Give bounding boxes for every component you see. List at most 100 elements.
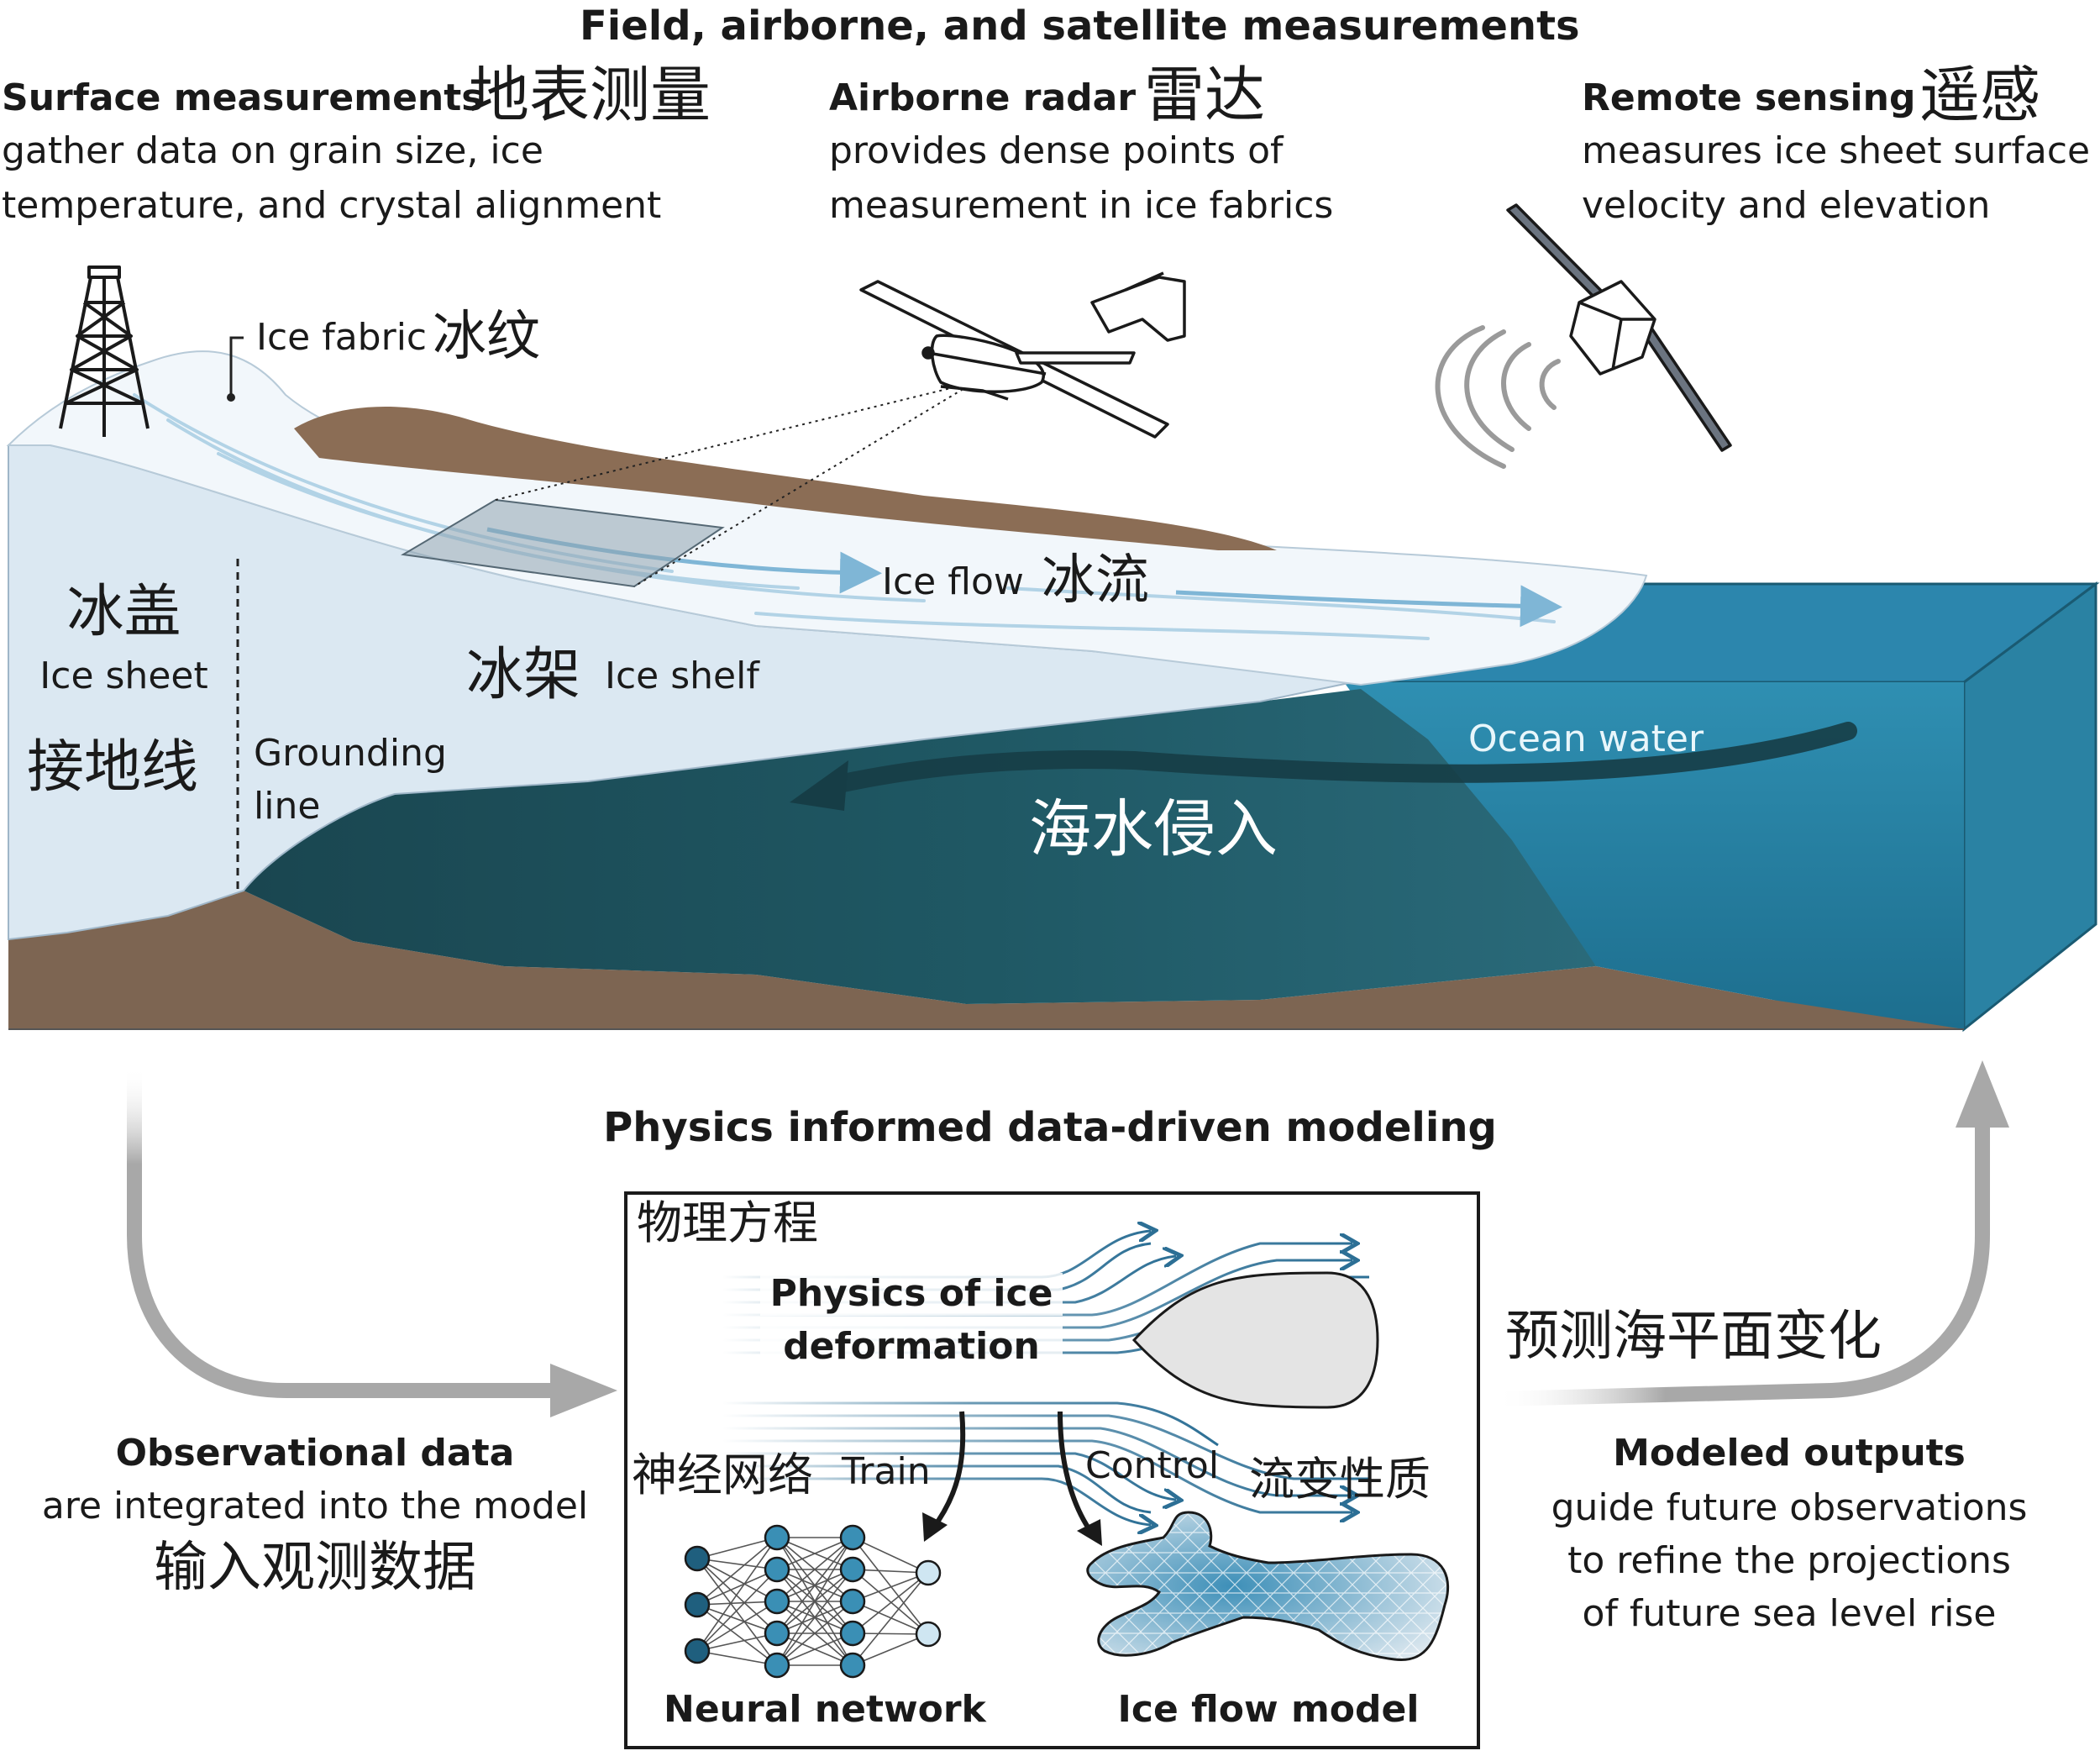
ice-sheet-label: Ice sheet <box>39 655 208 697</box>
control-arrow <box>1058 1411 1095 1535</box>
remote-heading: Remote sensing <box>1582 76 1916 119</box>
nn-edge <box>852 1601 929 1635</box>
outputs-arrow <box>1494 1117 1990 1406</box>
nn-edge <box>696 1604 778 1666</box>
ice-fabric-leader <box>229 336 244 395</box>
airborne-heading: Airborne radar <box>829 76 1137 119</box>
nn-edge <box>776 1601 853 1666</box>
nn-edge <box>696 1569 778 1606</box>
remote-desc-2: velocity and elevation <box>1582 184 1991 227</box>
physics-label-2: deformation <box>760 1325 1063 1369</box>
nn-node <box>915 1559 942 1586</box>
train-arrowhead <box>922 1512 948 1542</box>
nn-edge <box>696 1604 778 1634</box>
nn-node <box>915 1621 942 1648</box>
ice-sheet-label-cn: 冰盖 <box>66 579 181 645</box>
ice-flow-arrow-2 <box>1175 585 1562 628</box>
nn-edge <box>696 1601 778 1606</box>
nn-edge <box>776 1632 853 1666</box>
ice-ocean-block <box>6 336 2100 1033</box>
radar-beam-1 <box>495 381 975 501</box>
nn-edge <box>696 1537 778 1559</box>
neural-network-graphic <box>684 1524 942 1679</box>
radar-beam-2 <box>633 381 975 587</box>
ice-shelf-label: Ice shelf <box>605 655 759 697</box>
intrusion-arrowhead <box>790 760 848 811</box>
aircraft-icon <box>859 271 1186 439</box>
mesh-line <box>1350 1512 1448 1660</box>
nn-node <box>764 1620 790 1647</box>
nn-edge <box>696 1650 778 1666</box>
prediction-label-cn: 预测海平面变化 <box>1505 1306 1882 1368</box>
intrusion-arrow <box>822 722 1857 795</box>
nn-edge <box>696 1632 778 1652</box>
nn-edge <box>776 1537 853 1602</box>
train-label: Train <box>842 1450 931 1493</box>
nn-edge <box>852 1572 929 1602</box>
ice-fabric-dot <box>227 393 235 402</box>
obs-data-arrowhead <box>550 1364 617 1417</box>
nn-edge <box>696 1569 778 1652</box>
nn-edge <box>696 1537 778 1606</box>
ice-shelf-label-cn: 冰架 <box>466 642 581 708</box>
physics-label-1: Physics of ice <box>760 1272 1063 1316</box>
obs-desc: are integrated into the model <box>41 1485 589 1527</box>
nn-edge <box>696 1601 778 1652</box>
nn-edge <box>696 1558 778 1666</box>
outputs-heading: Modeled outputs <box>1613 1432 1966 1475</box>
nn-edge <box>852 1572 929 1634</box>
rheology-label-cn: 流变性质 <box>1249 1453 1431 1506</box>
remote-desc-1: measures ice sheet surface <box>1582 129 2091 172</box>
bedrock-ridge <box>294 406 1277 550</box>
grounding-label-cn: 接地线 <box>27 734 199 801</box>
nn-node <box>764 1556 790 1583</box>
surface-desc-1: gather data on grain size, ice <box>2 129 543 172</box>
nn-node <box>839 1556 866 1583</box>
obs-desc-cn: 输入观测数据 <box>154 1537 476 1599</box>
nn-edge <box>696 1558 778 1602</box>
nn-node <box>764 1652 790 1679</box>
nn-edge <box>696 1558 778 1570</box>
ocean-water-label: Ocean water <box>1468 718 1704 760</box>
train-arrow <box>930 1411 966 1531</box>
outputs-desc-1: guide future observations <box>1551 1486 2028 1529</box>
physics-label-cn: 物理方程 <box>637 1196 818 1249</box>
nn-node <box>839 1524 866 1551</box>
main-title: Field, airborne, and satellite measureme… <box>580 3 1580 50</box>
nn-node <box>764 1588 790 1615</box>
obs-heading: Observational data <box>115 1432 515 1475</box>
nn-edge <box>776 1537 853 1634</box>
grounding-label-2: line <box>254 785 321 828</box>
airborne-desc-1: provides dense points of <box>829 129 1284 172</box>
nn-edge <box>776 1537 853 1666</box>
ice-flow-label-cn: 冰流 <box>1042 549 1149 612</box>
ice-flow-model-label: Ice flow model <box>1117 1688 1420 1731</box>
obs-data-arrow <box>127 1067 563 1398</box>
outputs-arrowhead <box>1956 1060 2009 1128</box>
nn-edge <box>852 1537 929 1574</box>
neural-network-label: Neural network <box>664 1688 986 1731</box>
remote-heading-cn: 遥感 <box>1919 60 2041 130</box>
airborne-heading-cn: 雷达 <box>1144 60 1266 130</box>
nn-edge <box>776 1537 853 1570</box>
ice-fabric-label-cn: 冰纹 <box>433 306 540 368</box>
nn-label-cn: 神经网络 <box>632 1448 813 1501</box>
surface-heading: Surface measurements <box>2 76 484 119</box>
mesh-line <box>1373 1512 1448 1660</box>
flow-obstacle <box>1131 1271 1379 1409</box>
nn-edge <box>852 1569 929 1635</box>
bedrock <box>8 891 1964 1029</box>
control-label: Control <box>1085 1444 1220 1487</box>
nn-node <box>839 1652 866 1679</box>
mesh-line <box>1087 1512 1143 1660</box>
outputs-desc-2: to refine the projections <box>1567 1539 2011 1582</box>
drill-rig-icon <box>59 266 150 437</box>
control-arrowhead <box>1077 1519 1102 1546</box>
satellite-icon <box>1435 203 1732 469</box>
airborne-desc-2: measurement in ice fabrics <box>829 184 1334 227</box>
ice-fabric-label: Ice fabric <box>256 316 428 359</box>
surface-heading-cn: 地表测量 <box>469 60 711 130</box>
mesh-line <box>1087 1512 1167 1660</box>
surface-desc-2: temperature, and crystal alignment <box>2 184 662 227</box>
